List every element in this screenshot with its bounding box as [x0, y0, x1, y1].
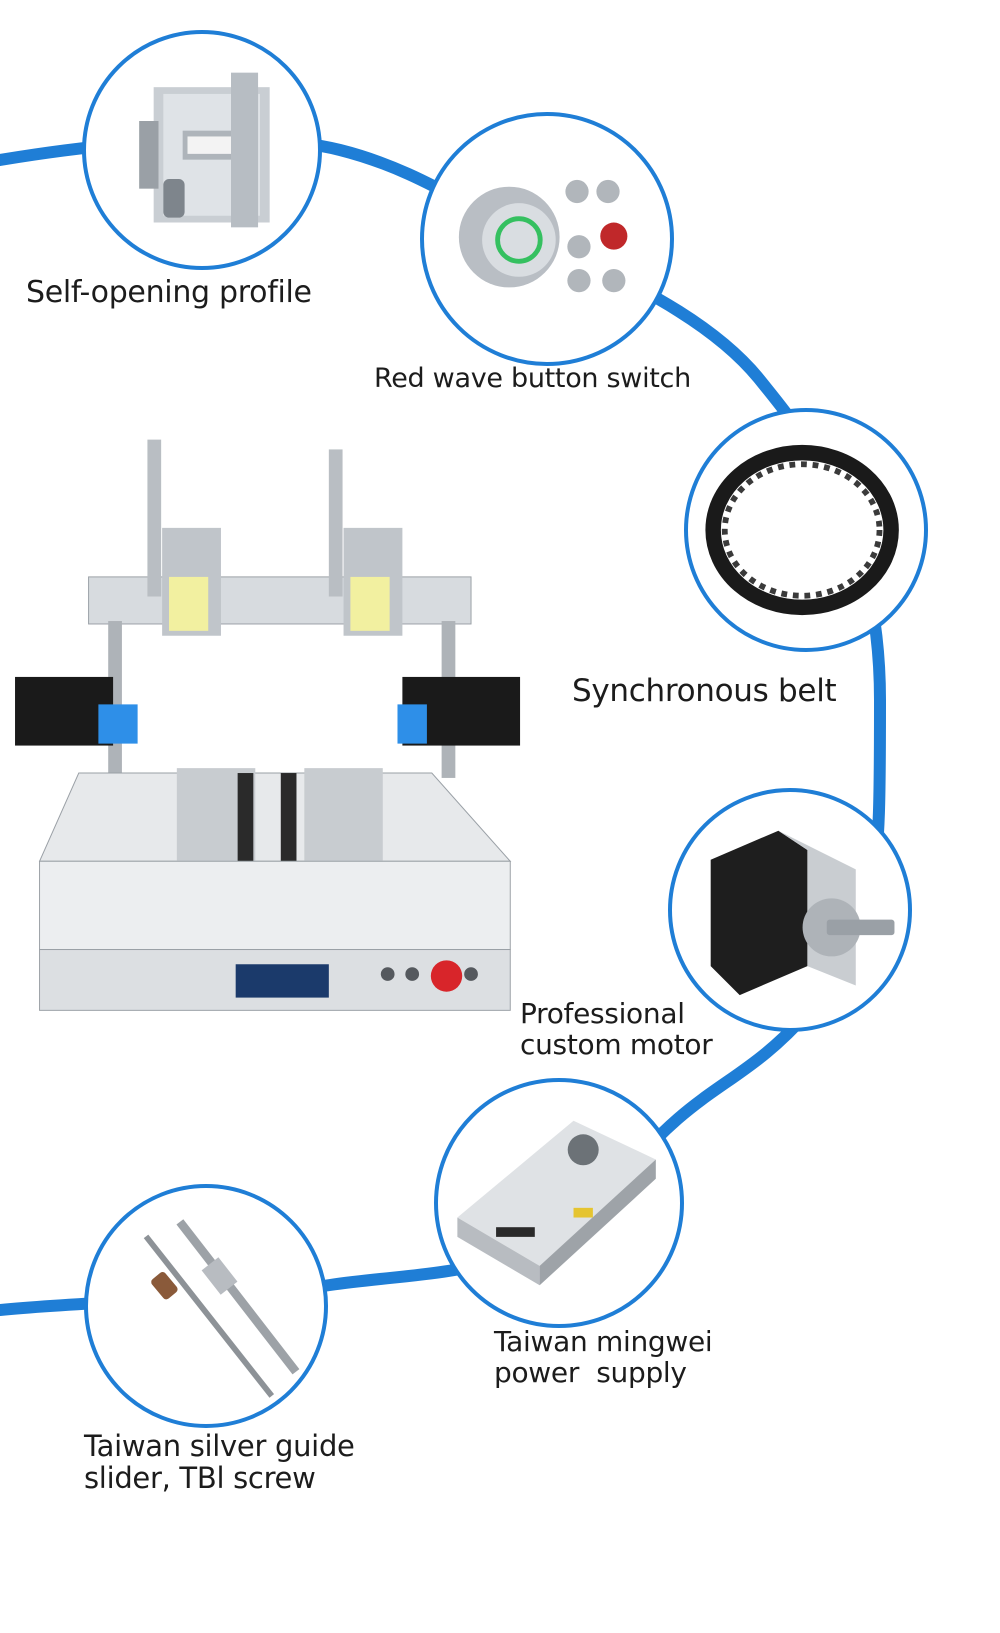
self-opening-profile-circle [82, 30, 322, 270]
stepper-motor-icon [710, 830, 895, 996]
push-button-switch-icon [458, 179, 628, 293]
synchronous-belt-label: Synchronous belt [572, 673, 837, 709]
synchronous-belt-circle [684, 408, 928, 652]
power-supply-label-line-1: Taiwan mingwei [494, 1325, 713, 1358]
custom-motor-label: Professional custom motor [520, 997, 713, 1062]
dual-head-screw-machine-icon [15, 439, 521, 1011]
guide-slider-circle [84, 1184, 328, 1428]
aluminum-profile-icon [139, 72, 270, 228]
guide-slider-label-line-2: slider, TBl screw [84, 1461, 316, 1496]
custom-motor-label-line-2: custom motor [520, 1028, 713, 1062]
button-switch-circle [420, 112, 674, 366]
guide-slider-label: Taiwan silver guide slider, TBl screw [84, 1430, 355, 1495]
button-switch-label: Red wave button switch [374, 363, 691, 394]
custom-motor-label-line-1: Professional [520, 997, 685, 1030]
power-supply-circle [434, 1078, 684, 1328]
power-supply-label-line-2: power supply [494, 1356, 687, 1390]
guide-slider-label-line-1: Taiwan silver guide [84, 1429, 355, 1463]
power-supply-icon [457, 1120, 656, 1286]
custom-motor-circle [668, 788, 912, 1032]
timing-belt-icon [705, 444, 899, 616]
power-supply-label: Taiwan mingwei power supply [494, 1325, 713, 1390]
linear-guide-screw-icon [143, 1219, 300, 1398]
self-opening-profile-label: Self-opening profile [26, 275, 312, 310]
